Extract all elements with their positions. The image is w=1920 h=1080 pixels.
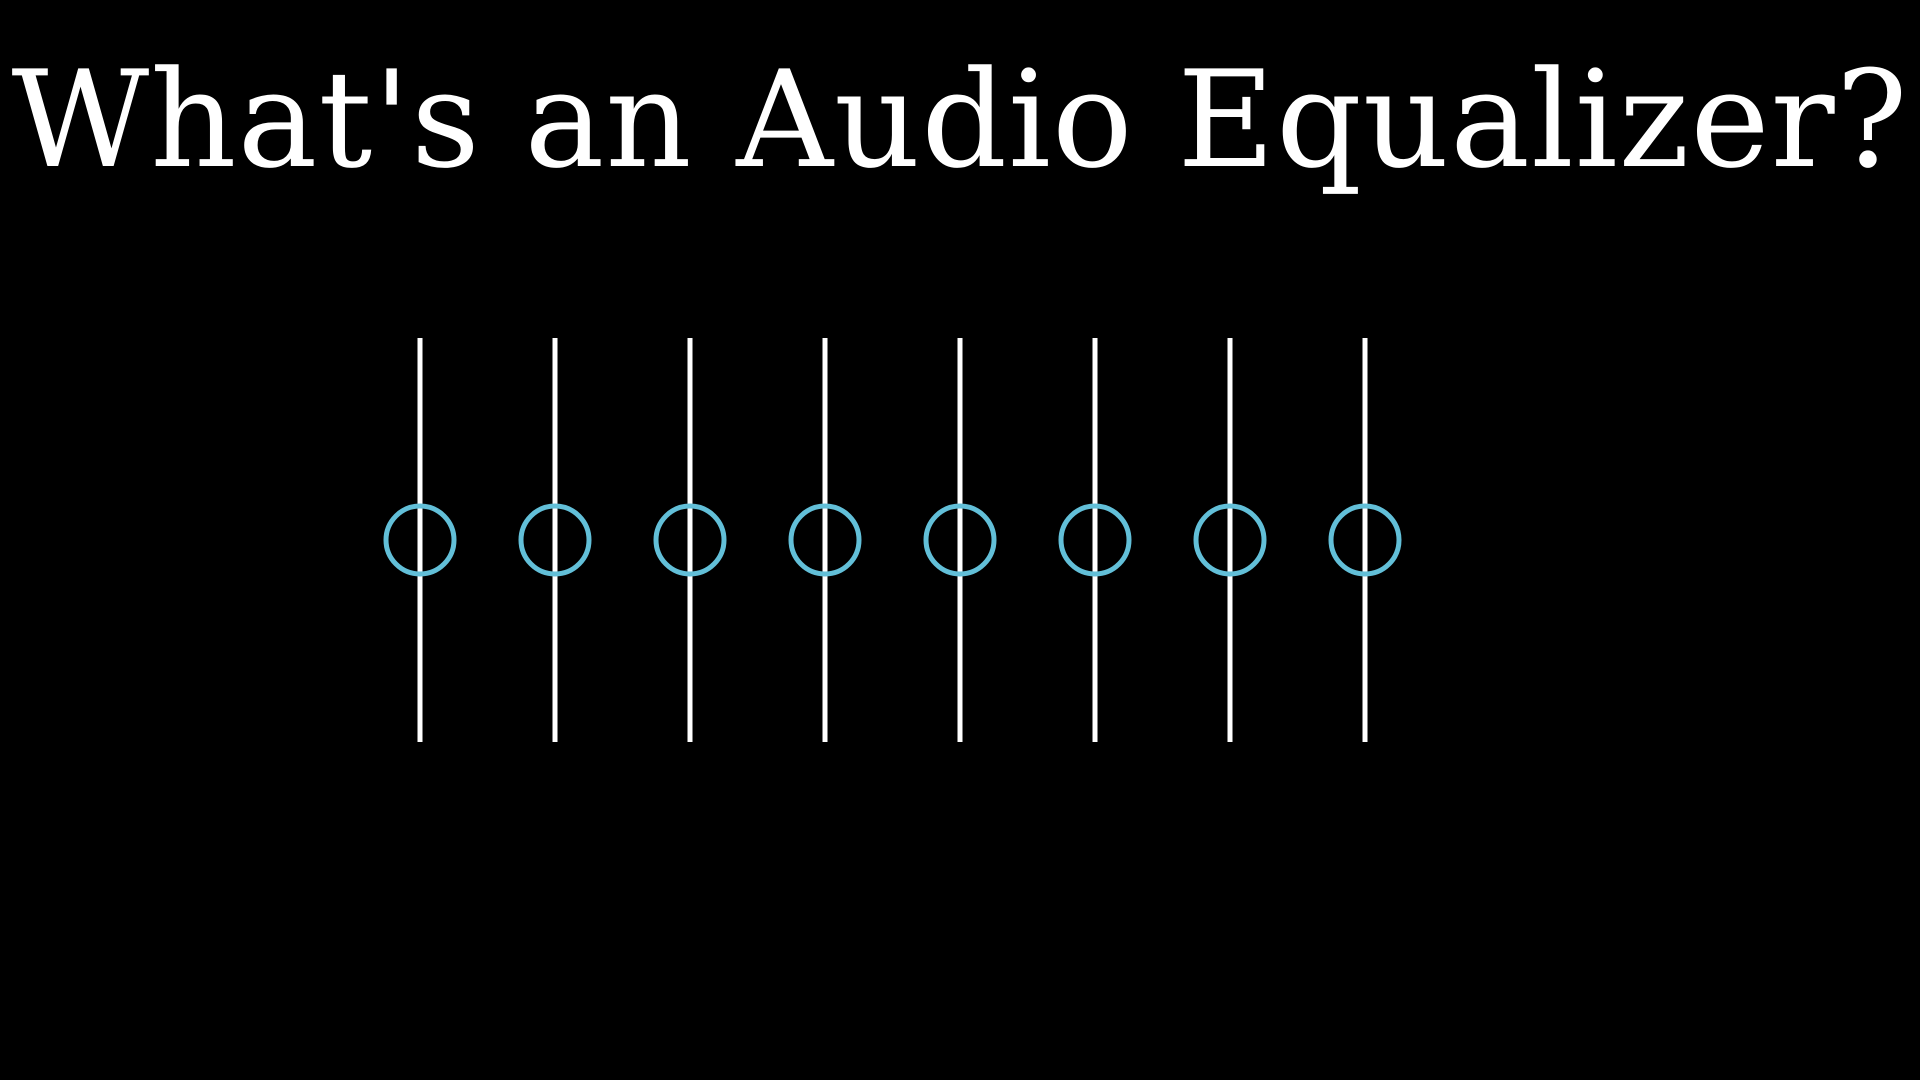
- slider-5[interactable]: [923, 338, 997, 742]
- slider-knob[interactable]: [1058, 503, 1132, 577]
- slider-3[interactable]: [653, 338, 727, 742]
- slider-6[interactable]: [1058, 338, 1132, 742]
- slider-knob[interactable]: [1328, 503, 1402, 577]
- slider-knob[interactable]: [1193, 503, 1267, 577]
- slider-7[interactable]: [1193, 338, 1267, 742]
- slider-knob[interactable]: [653, 503, 727, 577]
- slide-title: What's an Audio Equalizer?: [11, 42, 1909, 198]
- slider-4[interactable]: [788, 338, 862, 742]
- slider-2[interactable]: [518, 338, 592, 742]
- slider-knob[interactable]: [923, 503, 997, 577]
- slider-8[interactable]: [1328, 338, 1402, 742]
- slider-1[interactable]: [383, 338, 457, 742]
- slider-knob[interactable]: [788, 503, 862, 577]
- slider-knob[interactable]: [518, 503, 592, 577]
- slider-knob[interactable]: [383, 503, 457, 577]
